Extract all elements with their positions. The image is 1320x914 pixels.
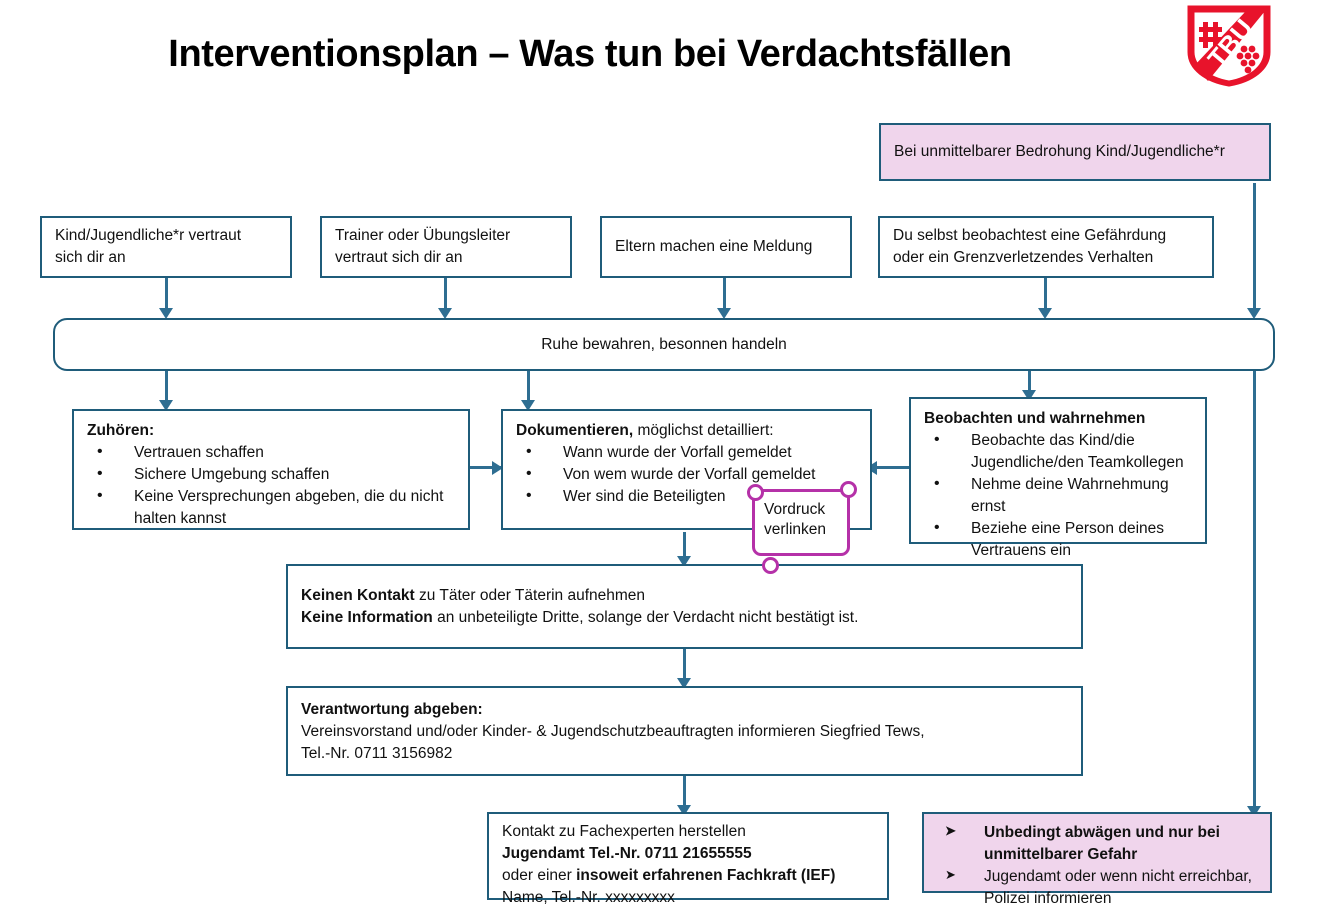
arrowhead-nocontact	[677, 556, 691, 567]
arrowhead-responsibility	[677, 678, 691, 689]
nocontact-line2-bold: Keine Information	[301, 609, 433, 626]
connector-trigger2-down	[444, 277, 447, 310]
observe-heading: Beobachten und wahrnehmen	[924, 410, 1146, 427]
connector-trigger4-down	[1044, 277, 1047, 310]
callout-handle-bottom[interactable]	[762, 557, 779, 574]
connector-trigger3-down	[723, 277, 726, 310]
trigger1-line1: Kind/Jugendliche*r vertraut	[55, 227, 242, 244]
page-title: Interventionsplan – Was tun bei Verdacht…	[168, 33, 1012, 75]
experts-line1: Kontakt zu Fachexperten herstellen	[502, 823, 746, 840]
arrowhead-trigger1	[159, 308, 173, 319]
callout-vordruck-verlinken[interactable]: Vordruck verlinken	[752, 489, 850, 556]
box-trigger-self-observed: Du selbst beobachtest eine Gefährdung od…	[878, 216, 1214, 278]
box-responsibility: Verantwortung abgeben: Vereinsvorstand u…	[286, 686, 1083, 776]
arrowhead-experts	[677, 805, 691, 816]
connector-calm-to-listen	[165, 370, 168, 407]
connector-listen-to-document	[468, 466, 502, 469]
list-item: Keine Versprechungen abgeben, die du nic…	[87, 485, 456, 530]
experts-line2: Jugendamt Tel.-Nr. 0711 21655555	[502, 845, 752, 862]
box-listen: Zuhören: Vertrauen schaffen Sichere Umge…	[72, 409, 470, 530]
tbu-logo: TBU	[1186, 4, 1272, 88]
arrowhead-trigger2	[438, 308, 452, 319]
listen-heading: Zuhören:	[87, 422, 155, 439]
list-item: Nehme deine Wahrnehmung ernst	[924, 473, 1193, 518]
trigger3-line1: Eltern machen eine Meldung	[615, 238, 813, 255]
box-danger-police: Unbedingt abwägen und nur bei unmittelba…	[922, 812, 1272, 907]
box-trigger-trainer-confides: Trainer oder Übungsleiter vertraut sich …	[320, 216, 572, 278]
arrowhead-to-danger-box	[1247, 806, 1261, 817]
arrowhead-trigger3	[717, 308, 731, 319]
callout-handle-left[interactable]	[747, 484, 764, 501]
callout-handle-right[interactable]	[840, 481, 857, 498]
connector-observe-to-document	[872, 466, 910, 469]
nocontact-line2: Keine Information an unbeteiligte Dritte…	[301, 607, 858, 629]
box-experts: Kontakt zu Fachexperten herstellen Jugen…	[487, 812, 889, 906]
experts-line3-bold: insoweit erfahrenen Fachkraft (IEF)	[576, 867, 836, 884]
trigger4-line1: Du selbst beobachtest eine Gefährdung	[893, 227, 1167, 244]
experts-line3-prefix: oder einer	[502, 867, 577, 884]
box-document: Dokumentieren, möglichst detailliert: Wa…	[501, 409, 872, 530]
arrowhead-listen-to-document	[492, 461, 503, 475]
document-heading-rest: möglichst detailliert:	[633, 422, 774, 439]
box-trigger-child-confides: Kind/Jugendliche*r vertraut sich dir an	[40, 216, 292, 278]
trigger1-line2: sich dir an	[55, 249, 126, 266]
connector-nocontact-to-responsibility	[683, 649, 686, 684]
trigger2-line2: vertraut sich dir an	[335, 249, 463, 266]
emergency-text: Bei unmittelbarer Bedrohung Kind/Jugendl…	[894, 143, 1225, 160]
list-item: Vertrauen schaffen	[87, 441, 456, 464]
list-item: Beziehe eine Person deines Vertrauens ei…	[924, 517, 1193, 562]
responsibility-heading: Verantwortung abgeben:	[301, 700, 483, 718]
document-heading: Dokumentieren, möglichst detailliert:	[516, 420, 858, 442]
arrowhead-trigger4	[1038, 308, 1052, 319]
arrowhead-listen	[159, 400, 173, 411]
box-stay-calm: Ruhe bewahren, besonnen handeln	[53, 318, 1275, 371]
connector-emergency-down	[1253, 183, 1256, 310]
list-item: Von wem wurde der Vorfall gemeldet	[516, 463, 858, 486]
nocontact-line2-rest: an unbeteiligte Dritte, solange der Verd…	[432, 609, 859, 626]
nocontact-line1-rest: zu Täter oder Täterin aufnehmen	[414, 587, 646, 604]
connector-responsibility-to-experts	[683, 776, 686, 810]
callout-line1: Vordruck	[764, 501, 826, 518]
document-bullet-list: Wann wurde der Vorfall gemeldet Von wem …	[516, 441, 858, 508]
box-observe: Beobachten und wahrnehmen Beobachte das …	[909, 397, 1207, 559]
box-no-contact: Keinen Kontakt zu Täter oder Täterin auf…	[286, 564, 1083, 649]
connector-calm-to-document	[527, 370, 530, 407]
connector-document-to-nocontact	[683, 532, 686, 562]
experts-line4: Name, Tel.-Nr. xxxxxxxxx	[502, 889, 675, 906]
box-emergency-threat: Bei unmittelbarer Bedrohung Kind/Jugendl…	[879, 123, 1271, 181]
calm-text: Ruhe bewahren, besonnen handeln	[541, 335, 787, 353]
list-item: Wer sind die Beteiligten	[516, 485, 858, 508]
danger-bullet-list: Unbedingt abwägen und nur bei unmittelba…	[937, 822, 1258, 910]
arrowhead-document	[521, 400, 535, 411]
nocontact-line1-bold: Keinen Kontakt	[301, 587, 415, 604]
trigger4-line2: oder ein Grenzverletzendes Verhalten	[893, 249, 1154, 266]
connector-trigger1-down	[165, 277, 168, 310]
responsibility-line2: Vereinsvorstand und/oder Kinder- & Jugen…	[301, 722, 925, 740]
list-item: Wann wurde der Vorfall gemeldet	[516, 441, 858, 464]
box-trigger-parents-report: Eltern machen eine Meldung	[600, 216, 852, 278]
trigger2-line1: Trainer oder Übungsleiter	[335, 227, 511, 244]
listen-bullet-list: Vertrauen schaffen Sichere Umgebung scha…	[87, 441, 456, 530]
list-item: Sichere Umgebung schaffen	[87, 463, 456, 486]
list-item: Beobachte das Kind/die Jugendliche/den T…	[924, 429, 1193, 474]
nocontact-line1: Keinen Kontakt zu Täter oder Täterin auf…	[301, 585, 858, 607]
document-heading-bold: Dokumentieren,	[516, 422, 634, 439]
list-item: Jugendamt oder wenn nicht erreichbar, Po…	[937, 866, 1258, 910]
responsibility-line3: Tel.-Nr. 0711 3156982	[301, 744, 453, 762]
experts-line3: oder einer insoweit erfahrenen Fachkraft…	[502, 865, 875, 887]
arrowhead-observe	[1022, 390, 1036, 401]
observe-bullet-list: Beobachte das Kind/die Jugendliche/den T…	[924, 429, 1193, 562]
connector-calm-right-down	[1253, 370, 1256, 810]
arrowhead-emergency-to-calm	[1247, 308, 1261, 319]
list-item: Unbedingt abwägen und nur bei unmittelba…	[937, 822, 1258, 866]
callout-line2: verlinken	[764, 521, 827, 539]
connector-calm-to-observe	[1028, 370, 1031, 398]
